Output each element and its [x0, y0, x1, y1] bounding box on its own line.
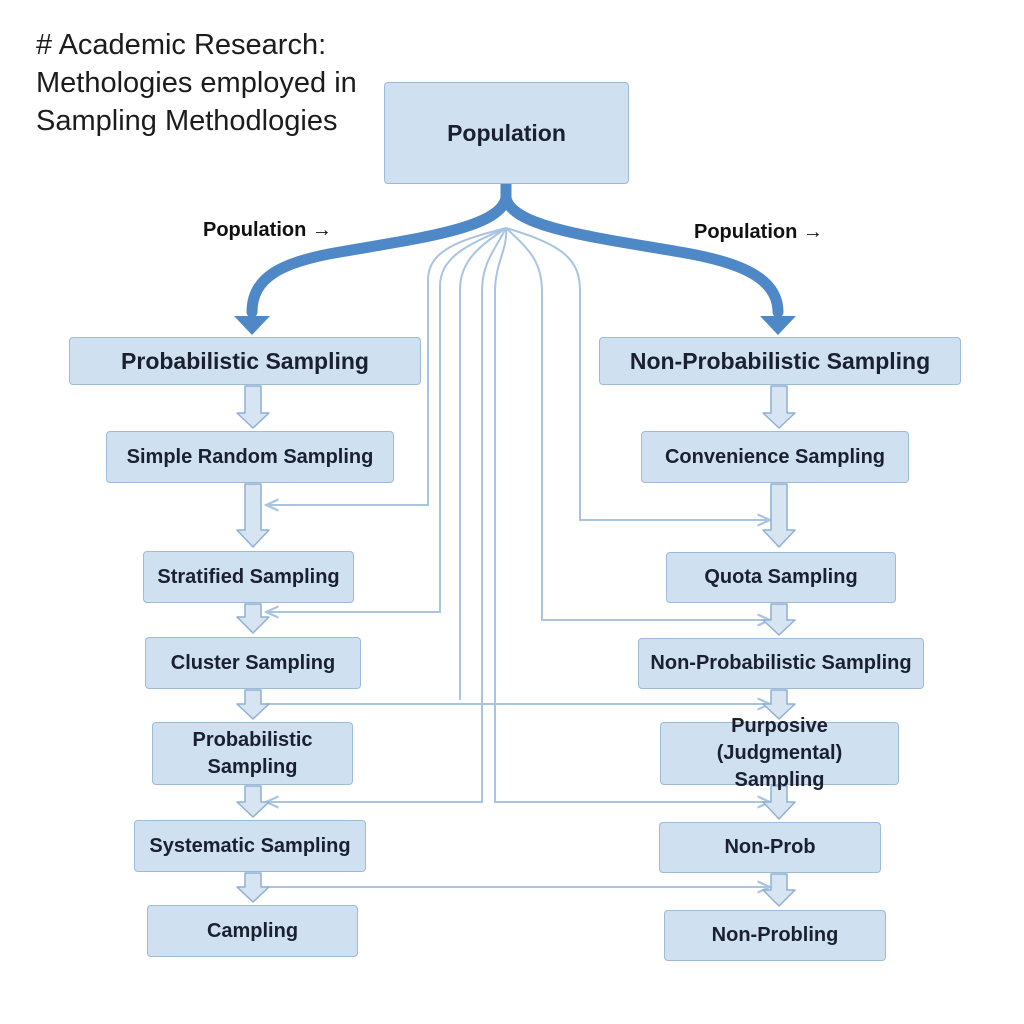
left-node-label: Campling: [206, 919, 299, 942]
left-node-campling: Campling: [147, 905, 358, 957]
left-arrow-4: [236, 689, 270, 720]
fan-line-to-convenience: [505, 227, 770, 520]
right-arrow-2: [762, 483, 796, 548]
left-node-label: Stratified Sampling: [157, 565, 340, 588]
non-probabilistic-sampling-header-label: Non-Probabilistic Sampling: [629, 347, 931, 374]
right-branch-arrowhead: [760, 316, 796, 335]
fan-line-center: [494, 227, 770, 802]
left-node-systematic: Systematic Sampling: [134, 820, 366, 872]
fan-line-to-stratified: [266, 227, 507, 612]
right-arrow-6: [762, 873, 796, 907]
non-probabilistic-sampling-header: Non-Probabilistic Sampling: [599, 337, 961, 385]
right-arrow-1: [762, 385, 796, 429]
right-arrow-5: [762, 785, 796, 820]
left-node-label: Systematic Sampling: [149, 834, 351, 857]
left-branch-arrowhead: [234, 316, 270, 335]
right-column-arrows: [762, 385, 796, 907]
right-node-label: Non-Probabilistic Sampling: [650, 652, 912, 674]
fan-line-to-simple-random: [266, 227, 507, 505]
probabilistic-sampling-header: Probabilistic Sampling: [69, 337, 421, 385]
fan-line-to-quota: [505, 227, 770, 620]
left-arrow-2: [236, 483, 270, 548]
right-arrow-4: [762, 689, 796, 720]
probabilistic-sampling-header-label: Probabilistic Sampling: [121, 347, 369, 374]
left-node-label: Simple Random Sampling: [126, 445, 374, 468]
left-column-arrows: [236, 385, 270, 903]
fan-line-to-cluster: [459, 227, 507, 700]
right-node-label: Purposive (Judgmental) Sampling: [716, 715, 843, 791]
left-node-label: Probabilistic Sampling: [192, 728, 313, 778]
left-node-cluster: Cluster Sampling: [145, 637, 361, 689]
thin-fan-connectors: [266, 227, 770, 887]
main-branch-connectors: [246, 179, 784, 318]
left-arrow-6: [236, 872, 270, 903]
right-node-convenience: Convenience Sampling: [641, 431, 909, 483]
right-node-non-probling: Non-Probling: [664, 910, 886, 961]
title-line-3: Sampling Methodlogies: [36, 105, 338, 137]
left-branch-curve: [246, 192, 512, 318]
right-node-non-probabilistic: Non-Probabilistic Sampling: [638, 638, 924, 689]
right-node-non-prob: Non-Prob: [659, 822, 881, 873]
left-node-probabilistic: Probabilistic Sampling: [152, 722, 353, 785]
right-branch-label: Population →: [694, 221, 823, 243]
root-node: Population: [384, 82, 629, 184]
right-branch-curve: [500, 192, 784, 318]
left-arrow-3: [236, 603, 270, 634]
root-node-label: Population: [447, 119, 566, 146]
left-node-label: Cluster Sampling: [170, 651, 336, 674]
right-node-purposive: Purposive (Judgmental) Sampling: [660, 715, 899, 791]
right-node-label: Non-Probling: [711, 924, 839, 946]
left-arrow-1: [236, 385, 270, 429]
right-node-label: Convenience Sampling: [664, 445, 886, 468]
left-node-simple-random: Simple Random Sampling: [106, 431, 394, 483]
right-node-label: Quota Sampling: [704, 566, 858, 588]
right-node-label: Non-Prob: [724, 836, 816, 858]
diagram-title: # Academic Research: Methologies employe…: [36, 26, 396, 140]
right-node-quota: Quota Sampling: [666, 552, 896, 603]
left-branch-label: Population →: [203, 219, 332, 241]
right-arrow-3: [762, 603, 796, 636]
title-line-1: # Academic Research:: [36, 29, 327, 61]
left-node-stratified: Stratified Sampling: [143, 551, 354, 603]
fan-line-to-probabilistic: [266, 227, 507, 802]
title-line-2: Methologies employed in: [36, 67, 357, 99]
left-arrow-5: [236, 785, 270, 818]
